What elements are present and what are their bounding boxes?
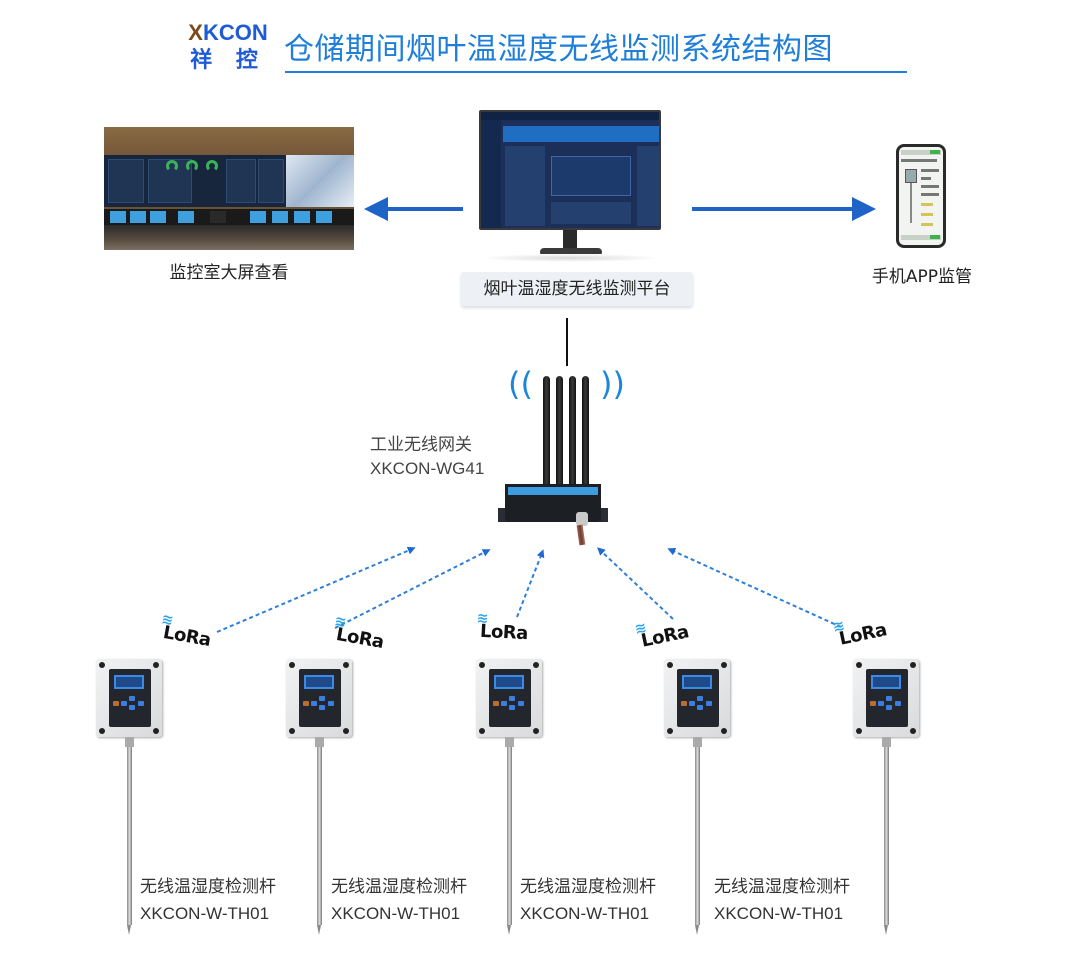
sensor-model: XKCON-W-TH01 (331, 904, 461, 923)
sensor-label: 无线温湿度检测杆 (331, 877, 467, 897)
dashed-link-sensor-4 (597, 547, 674, 620)
mobile-app-caption: 手机APP监管 (871, 267, 973, 287)
lora-badge: ≋LoRa (476, 610, 529, 645)
sensor-label: 无线温湿度检测杆 (714, 877, 850, 897)
lcd-display (114, 675, 144, 689)
sensor-label: 无线温湿度检测杆 (140, 877, 276, 897)
diagram-title: 仓储期间烟叶温湿度无线监测系统结构图 (284, 32, 833, 67)
gateway-label: 工业无线网关 (370, 435, 472, 455)
platform-monitor-icon (479, 110, 661, 230)
dashed-link-sensor-2 (334, 549, 491, 629)
antenna (569, 376, 576, 486)
dashed-link-sensor-5 (667, 548, 842, 628)
gateway-model: XKCON-WG41 (370, 459, 485, 478)
logo-text-cn: 祥 控 (190, 48, 266, 73)
sensor-model: XKCON-W-TH01 (140, 904, 270, 923)
wifi-waves-right-icon: )) (600, 365, 625, 403)
control-room-video-wall-image (104, 127, 354, 250)
monitor-stand (563, 230, 577, 252)
gauge-icon (206, 160, 218, 172)
antenna (543, 376, 550, 486)
dashed-link-sensor-1 (216, 546, 416, 633)
antenna (582, 376, 589, 486)
lcd-display (682, 675, 712, 689)
lcd-display (494, 675, 524, 689)
title-underline (285, 71, 907, 73)
logo-text-en: XKCON (188, 20, 268, 45)
sensor-model: XKCON-W-TH01 (520, 904, 650, 923)
sensor-model: XKCON-W-TH01 (714, 904, 844, 923)
platform-gateway-link (566, 318, 568, 366)
gauge-icon (166, 160, 178, 172)
brand-logo: XKCON 祥 控 (178, 20, 278, 76)
gauge-icon (186, 160, 198, 172)
platform-caption: 烟叶温湿度无线监测平台 (461, 272, 693, 306)
sensor-label: 无线温湿度检测杆 (520, 877, 656, 897)
lcd-display (304, 675, 334, 689)
lcd-display (871, 675, 901, 689)
monitor-base (540, 248, 602, 258)
smartphone-icon (896, 144, 946, 248)
control-room-caption: 监控室大屏查看 (169, 263, 289, 283)
lora-signal-icon: ≋ (476, 610, 489, 628)
antenna (556, 376, 563, 486)
wifi-waves-left-icon: (( (508, 365, 533, 403)
gateway-connector (576, 512, 588, 526)
dashed-link-sensor-3 (516, 549, 545, 618)
